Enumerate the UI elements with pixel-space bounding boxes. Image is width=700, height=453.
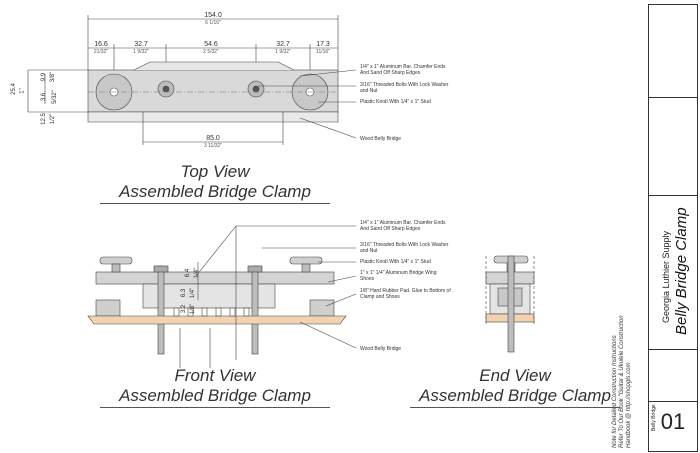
front-view-drawing: [87, 225, 357, 368]
front-dim-d2-in: 1/4": [190, 287, 197, 299]
front-note-shoes: 1" x 1" 1/4" Aluminum Bridge Wing Shoes: [360, 270, 437, 282]
construction-note-line1: Note for Detailed Construction Instructi…: [612, 335, 618, 448]
end-view-drawing: [485, 255, 535, 353]
dim-overall-in: 6 1/16": [205, 20, 221, 26]
front-note-knob: Plastic Knob With 1/4" x 1" Stud: [360, 259, 431, 265]
dim-right-span-in: 1 9/32": [275, 49, 291, 55]
top-view-drawing: [27, 15, 357, 145]
end-view-title: End View Assembled Bridge Clamp: [410, 366, 620, 408]
dim-height: 25.4: [10, 83, 17, 95]
company-name: Georgia Luthier Supply: [661, 230, 671, 323]
dim-height-in: 1": [19, 88, 26, 94]
title-block-divider-1: [649, 97, 697, 98]
top-note-bridge: Wood Belly Bridge: [360, 136, 402, 142]
construction-note-line3: Handbook @ http://shopgls.com: [626, 362, 632, 448]
construction-note-line2: Refer To Our Book "Guitar & Ukulele Cons…: [619, 315, 625, 448]
dim-pad-in: 3 11/32": [203, 143, 223, 149]
dim-left-span: 32.7: [134, 41, 148, 48]
drawing-title: Belly Bridge Clamp: [673, 207, 690, 335]
dim-left-end: 16.6: [94, 41, 108, 48]
front-note-pad: 1/8" Hard Rubber Pad. Glue to Bottom of …: [360, 288, 451, 300]
front-note-bolts: 3/16" Threaded Bolts With Lock Washer an…: [360, 242, 449, 254]
front-view-title-line2: Assembled Bridge Clamp: [100, 386, 330, 408]
dim-center: 54.6: [204, 41, 218, 48]
dim-overall: 154.0: [204, 12, 222, 19]
title-block-divider-2: [649, 195, 697, 196]
front-dim-d2: 6.3: [181, 288, 188, 298]
dim-h2-in: 5/32": [51, 90, 58, 104]
dim-h3: 12.5: [40, 113, 47, 125]
dim-h1-in: 3/8": [50, 71, 57, 83]
dim-right-end: 17.3: [316, 41, 330, 48]
top-view-title-line1: Top View: [180, 162, 250, 181]
top-note-knob: Plastic Knob With 1/4" x 1" Stud: [360, 99, 431, 105]
front-note-bar: 1/4" x 1" Aluminum Bar. Chamfer Ends And…: [360, 220, 446, 232]
end-view-title-line2: Assembled Bridge Clamp: [410, 386, 620, 408]
dim-left-span-in: 1 9/32": [133, 49, 149, 55]
end-view-title-line1: End View: [479, 366, 551, 385]
dim-pad: 85.0: [206, 135, 220, 142]
dim-h2: 3.6: [41, 92, 48, 102]
title-block-divider-4: [649, 401, 697, 402]
sheet-number: 01: [660, 409, 686, 434]
front-view-title: Front View Assembled Bridge Clamp: [100, 366, 330, 408]
front-dim-d3-in: 1/8": [190, 303, 197, 315]
logo-text: Georgia: [655, 32, 665, 67]
dim-right-span: 32.7: [276, 41, 290, 48]
dim-h3-in: 1/2": [50, 113, 57, 125]
title-block: Georgia Georgia Luthier Supply Belly Bri…: [648, 4, 698, 452]
front-view-title-line1: Front View: [174, 366, 256, 385]
title-block-divider-3: [649, 349, 697, 350]
dim-h1: 9.9: [41, 72, 48, 82]
top-view-title: Top View Assembled Bridge Clamp: [100, 162, 330, 204]
dim-center-in: 2 5/32": [203, 49, 219, 55]
front-dim-d3: 3.2: [181, 304, 188, 314]
top-note-bolts: 3/16" Threaded Bolts With Lock Washer an…: [360, 82, 449, 94]
front-note-bridge: Wood Belly Bridge: [360, 346, 402, 352]
top-note-bar: 1/4" x 1" Aluminum Bar. Chamfer Ends And…: [360, 64, 446, 76]
front-dim-d1-in: 1/4": [194, 267, 201, 279]
dim-left-end-in: 21/32": [93, 49, 109, 55]
front-dim-d1: 6.4: [185, 268, 192, 278]
dim-right-end-in: 11/16": [316, 49, 330, 55]
top-view-title-line2: Assembled Bridge Clamp: [100, 182, 330, 204]
construction-note: Note for Detailed Construction Instructi…: [612, 315, 633, 448]
